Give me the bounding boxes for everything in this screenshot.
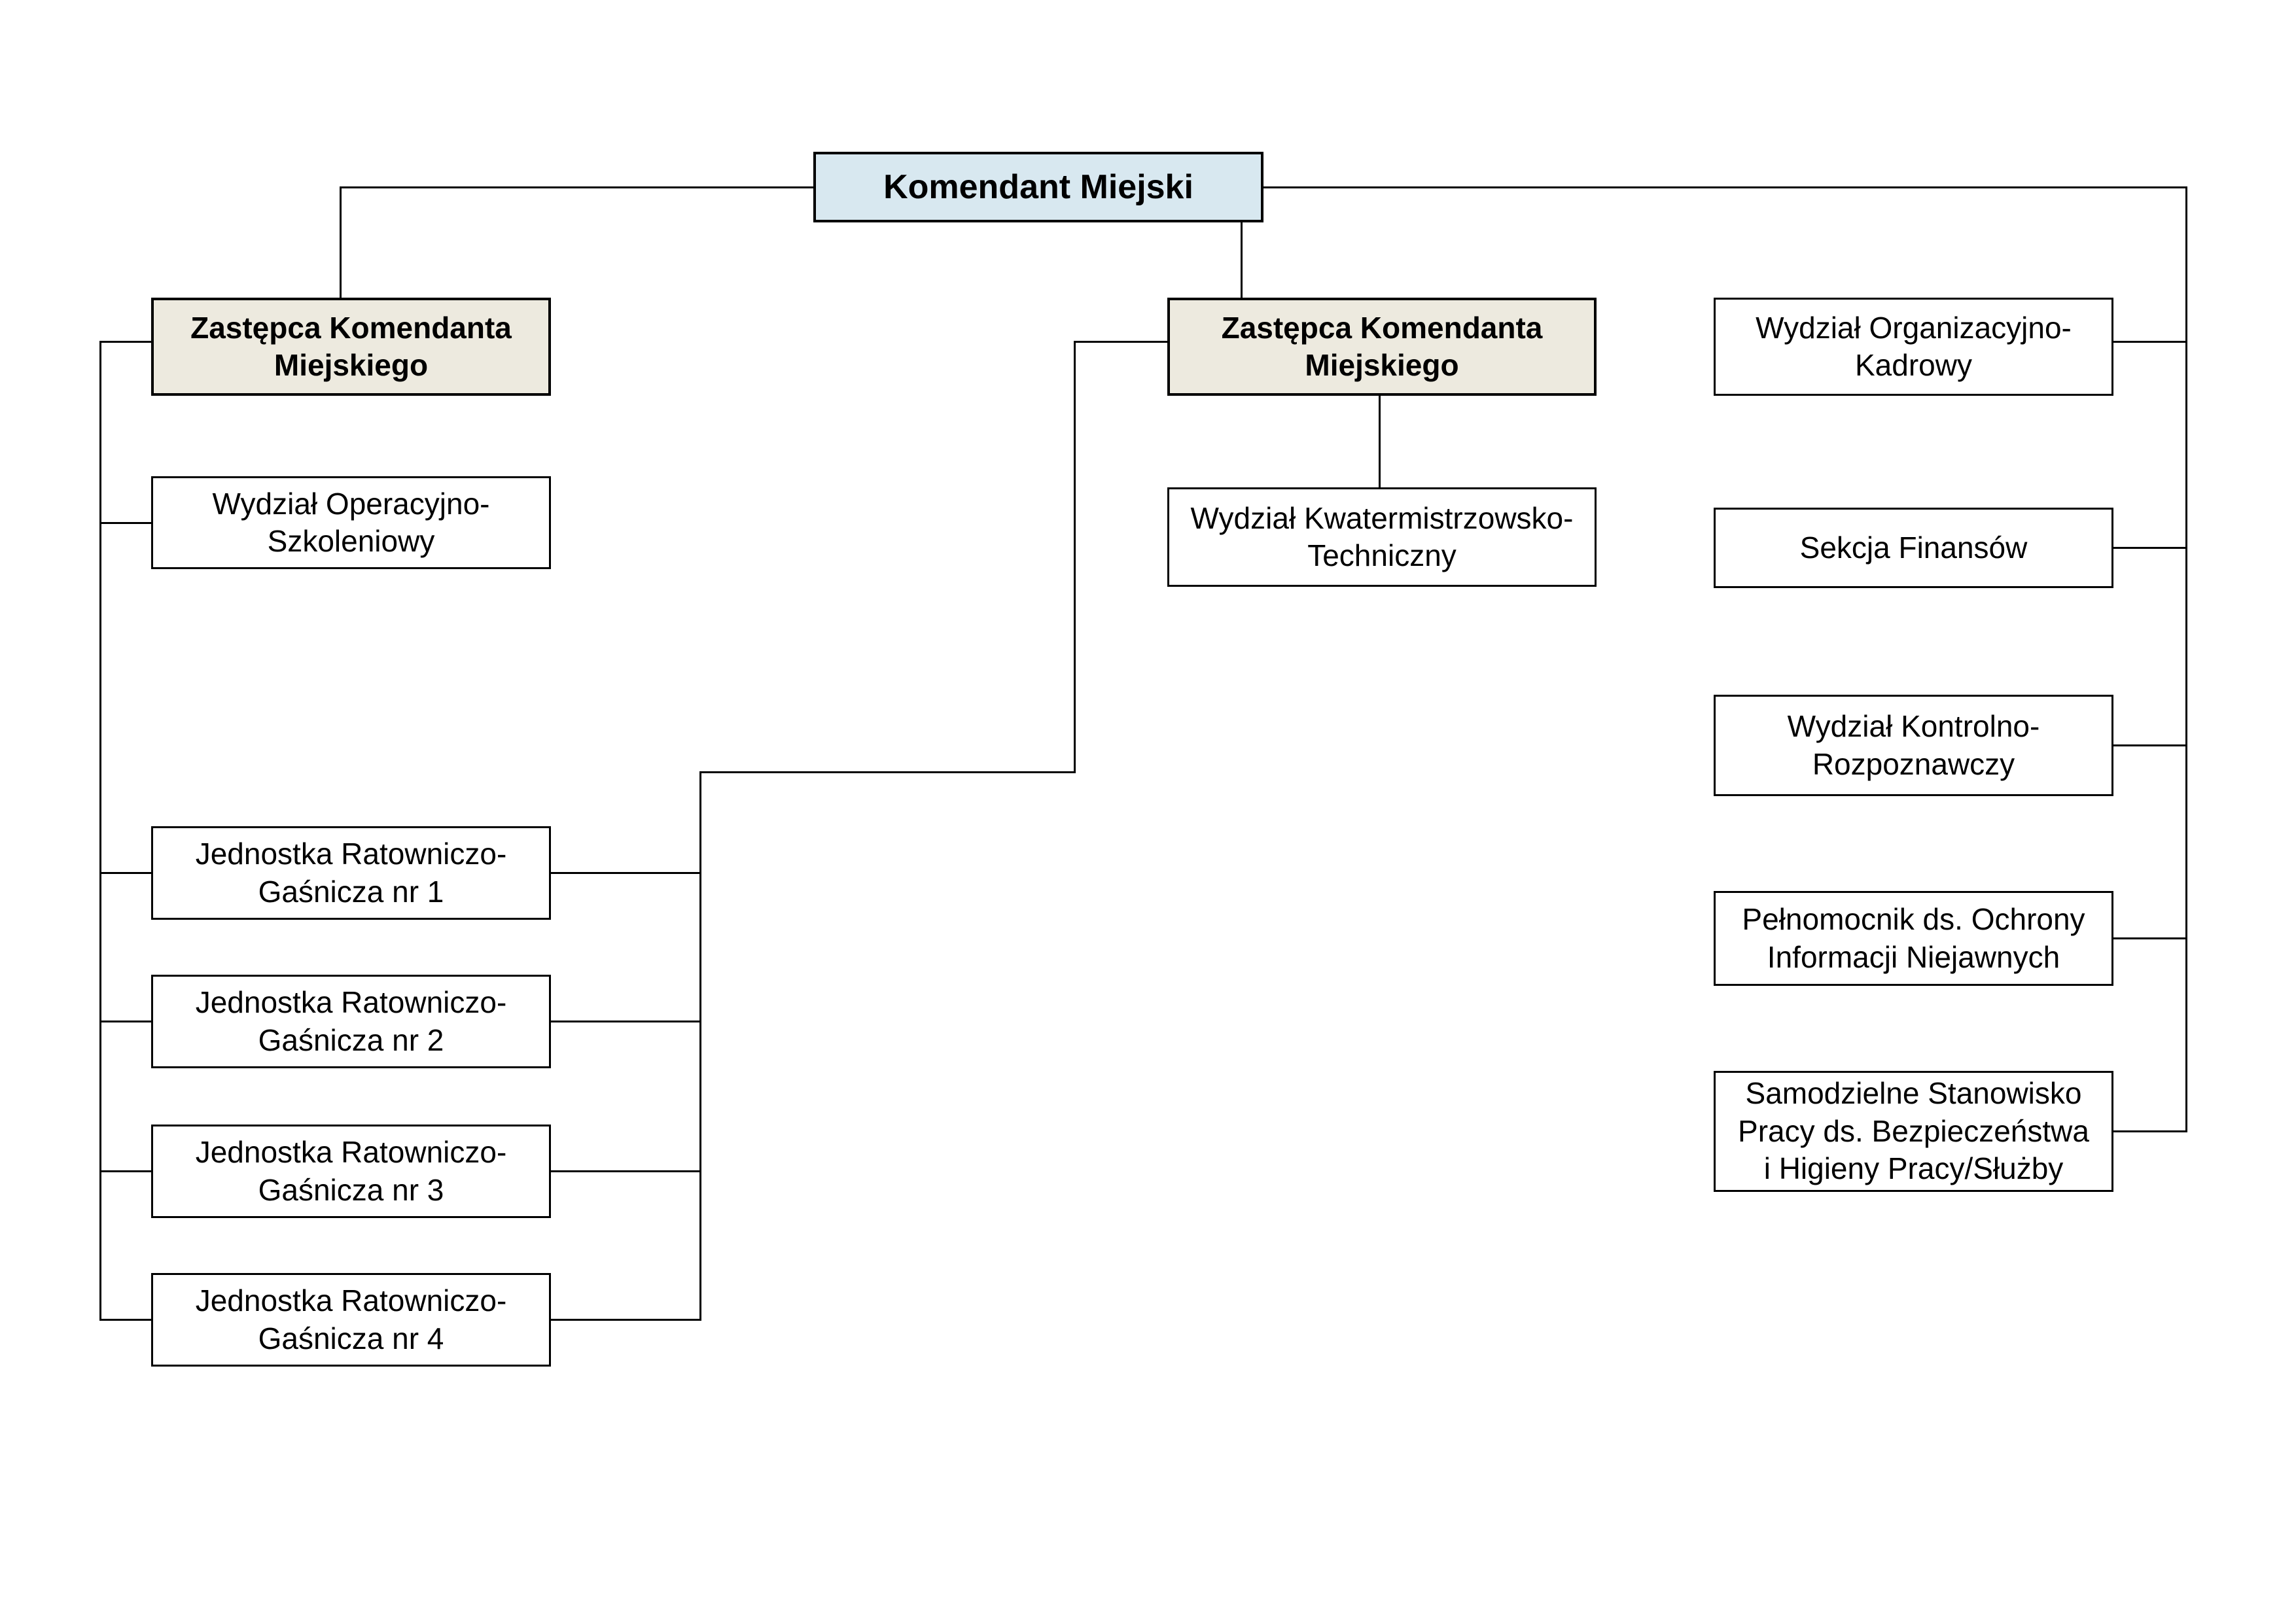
connector-stub-right-jrg4: [550, 1318, 701, 1321]
connector-stub-right-jrg3: [550, 1170, 701, 1172]
org-node-jednostka-ratowniczo-gasnicza-nr-3: Jednostka Ratowniczo- Gaśnicza nr 3: [151, 1125, 551, 1218]
connector-stub-left-deputy: [99, 340, 152, 343]
connector-stub-left-jrg2: [99, 1020, 152, 1022]
connector-middle-deputy-to-kwatermistrzowsko-drop: [1378, 394, 1381, 489]
connector-stub-wydzial-operacyjno-szkoleniowy: [99, 521, 152, 524]
connector-stub-wydzial-organizacyjno-kadrowy: [2112, 340, 2187, 343]
connector-stub-right-jrg2: [550, 1020, 701, 1022]
connector-root-to-middle-deputy-drop: [1240, 221, 1243, 299]
org-node-wydzial-kontrolno-rozpoznawczy: Wydział Kontrolno- Rozpoznawczy: [1714, 695, 2113, 796]
connector-stub-right-jrg1: [550, 871, 701, 874]
connector-stub-wydzial-kontrolno-rozpoznawczy: [2112, 744, 2187, 746]
org-node-wydzial-operacyjno-szkoleniowy: Wydział Operacyjno- Szkoleniowy: [151, 476, 551, 569]
org-node-jednostka-ratowniczo-gasnicza-nr-4: Jednostka Ratowniczo- Gaśnicza nr 4: [151, 1273, 551, 1367]
connector-root-to-right-trunk-horizontal: [1262, 186, 2187, 188]
org-node-wydzial-organizacyjno-kadrowy: Wydział Organizacyjno- Kadrowy: [1714, 298, 2113, 396]
connector-left-trunk-vertical: [99, 340, 101, 1321]
org-node-samodzielne-stanowisko-pracy-ds-bhp: Samodzielne Stanowisko Pracy ds. Bezpiec…: [1714, 1071, 2113, 1192]
connector-root-to-left-deputy-drop: [339, 186, 342, 299]
org-node-komendant-miejski: Komendant Miejski: [813, 152, 1263, 222]
connector-stub-pelnomocnik: [2112, 937, 2187, 939]
connector-stub-left-jrg3: [99, 1170, 152, 1172]
org-node-jednostka-ratowniczo-gasnicza-nr-1: Jednostka Ratowniczo- Gaśnicza nr 1: [151, 826, 551, 920]
org-node-jednostka-ratowniczo-gasnicza-nr-2: Jednostka Ratowniczo- Gaśnicza nr 2: [151, 975, 551, 1068]
org-node-wydzial-kwatermistrzowsko-techniczny: Wydział Kwatermistrzowsko- Techniczny: [1167, 487, 1597, 587]
connector-stub-left-jrg4: [99, 1318, 152, 1321]
connector-middle-deputy-left-stub: [1073, 340, 1169, 343]
connector-root-to-left-deputy-horizontal: [339, 186, 815, 188]
connector-middle-deputy-elbow-horizontal: [699, 771, 1076, 773]
connector-stub-sekcja-finansow: [2112, 546, 2187, 549]
org-node-sekcja-finansow: Sekcja Finansów: [1714, 508, 2113, 588]
connector-jrg-right-trunk-vertical: [699, 771, 701, 1321]
connector-stub-left-jrg1: [99, 871, 152, 874]
connector-right-trunk-vertical: [2185, 186, 2187, 1132]
org-node-zastepca-komendanta-miejskiego-1: Zastępca Komendanta Miejskiego: [151, 298, 551, 396]
org-node-zastepca-komendanta-miejskiego-2: Zastępca Komendanta Miejskiego: [1167, 298, 1597, 396]
org-node-pelnomocnik-ds-ochrony-informacji-niejawnych: Pełnomocnik ds. Ochrony Informacji Nieja…: [1714, 891, 2113, 986]
connector-stub-samodzielne-stanowisko: [2112, 1130, 2187, 1132]
connector-middle-deputy-elbow-vertical: [1073, 340, 1076, 773]
